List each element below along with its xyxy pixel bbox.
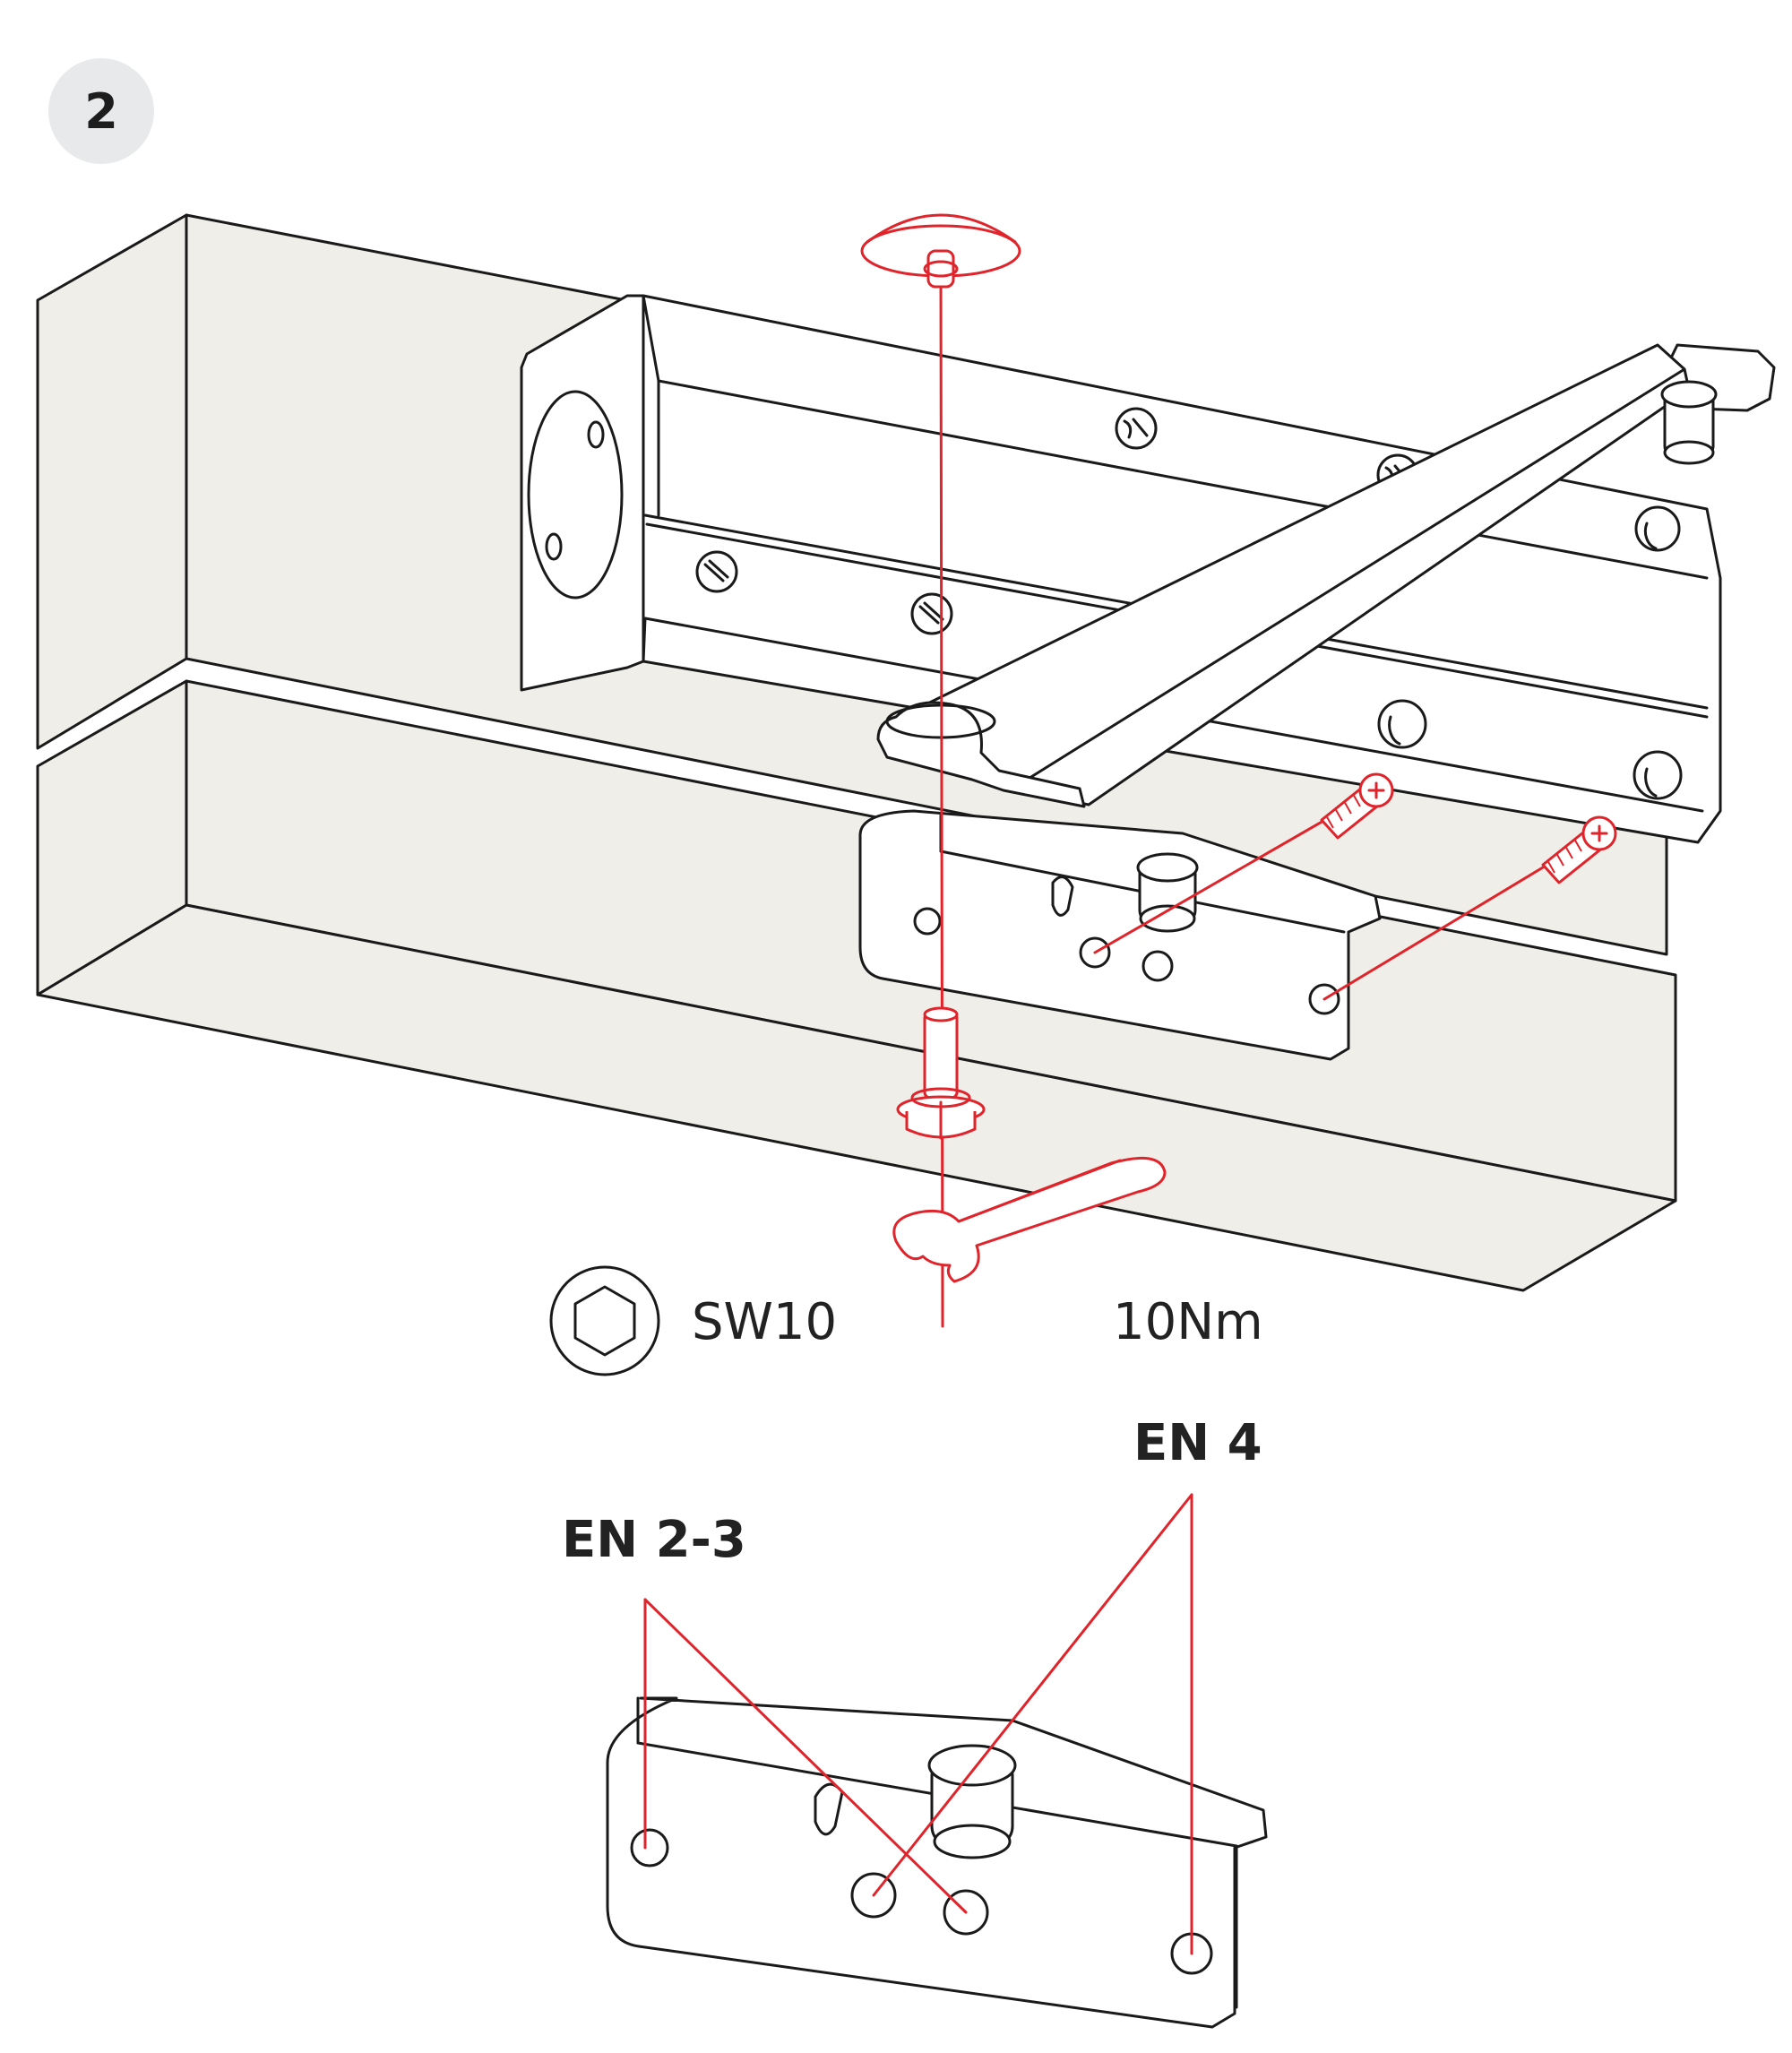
end-cap-disc: [527, 390, 624, 600]
en23-label: EN 2-3: [562, 1511, 746, 1569]
leader-en23-hole2: [643, 1598, 968, 1914]
door-closer-body: [520, 294, 1722, 844]
arm-shoe-bracket: [858, 809, 1382, 1061]
hex-socket-icon: [549, 1265, 660, 1376]
bracket-detail: [606, 1493, 1268, 2029]
hex-bolt: [896, 1006, 986, 1140]
step-number-badge: 2: [48, 58, 154, 164]
cap-part: [860, 213, 1021, 1328]
fixing-screws: [1093, 772, 1617, 1001]
wrench: [892, 1156, 1167, 1283]
torque-label: 10Nm: [1113, 1293, 1263, 1351]
body-screws: [695, 407, 1683, 800]
phillips-screw-1: [1320, 772, 1394, 840]
leader-en4-hole1: [872, 1493, 1193, 1897]
closer-arm: [876, 343, 1776, 808]
en4-label: EN 4: [1133, 1414, 1262, 1472]
tool-size-label: SW10: [692, 1293, 838, 1351]
phillips-screw-2: [1541, 815, 1617, 884]
